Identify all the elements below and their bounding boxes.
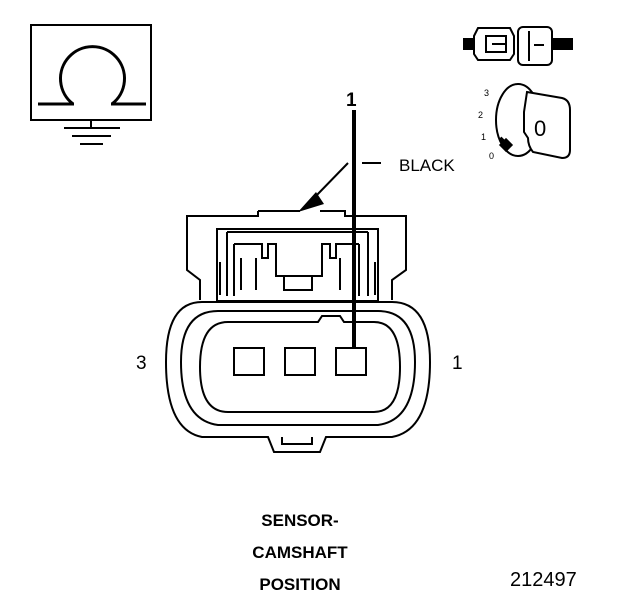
pin-label-right: 1 [452, 353, 463, 374]
connector-side-icon [463, 26, 573, 66]
key-position-1: 1 [481, 132, 487, 142]
key-position-3: 3 [484, 88, 490, 98]
terminal-2 [284, 347, 316, 376]
pin-label-left: 3 [136, 353, 147, 374]
caption-line-2: CAMSHAFT [252, 543, 348, 562]
caption-line-3: POSITION [259, 575, 341, 594]
ignition-key-icon [495, 83, 571, 160]
terminal-3 [233, 347, 265, 376]
caption-line-1: SENSOR- [261, 511, 339, 530]
terminal-cavities [233, 347, 367, 376]
connector-face [164, 210, 432, 453]
figure-number: 212497 [510, 569, 577, 591]
callout-number: 1 [346, 90, 357, 111]
key-position-0: 0 [489, 151, 495, 161]
key-position-2: 2 [478, 110, 484, 120]
terminal-1 [335, 347, 367, 376]
wire-color-label: BLACK [399, 156, 455, 175]
key-letter: 0 [534, 116, 547, 141]
ohmmeter-ground-icon [30, 24, 152, 145]
